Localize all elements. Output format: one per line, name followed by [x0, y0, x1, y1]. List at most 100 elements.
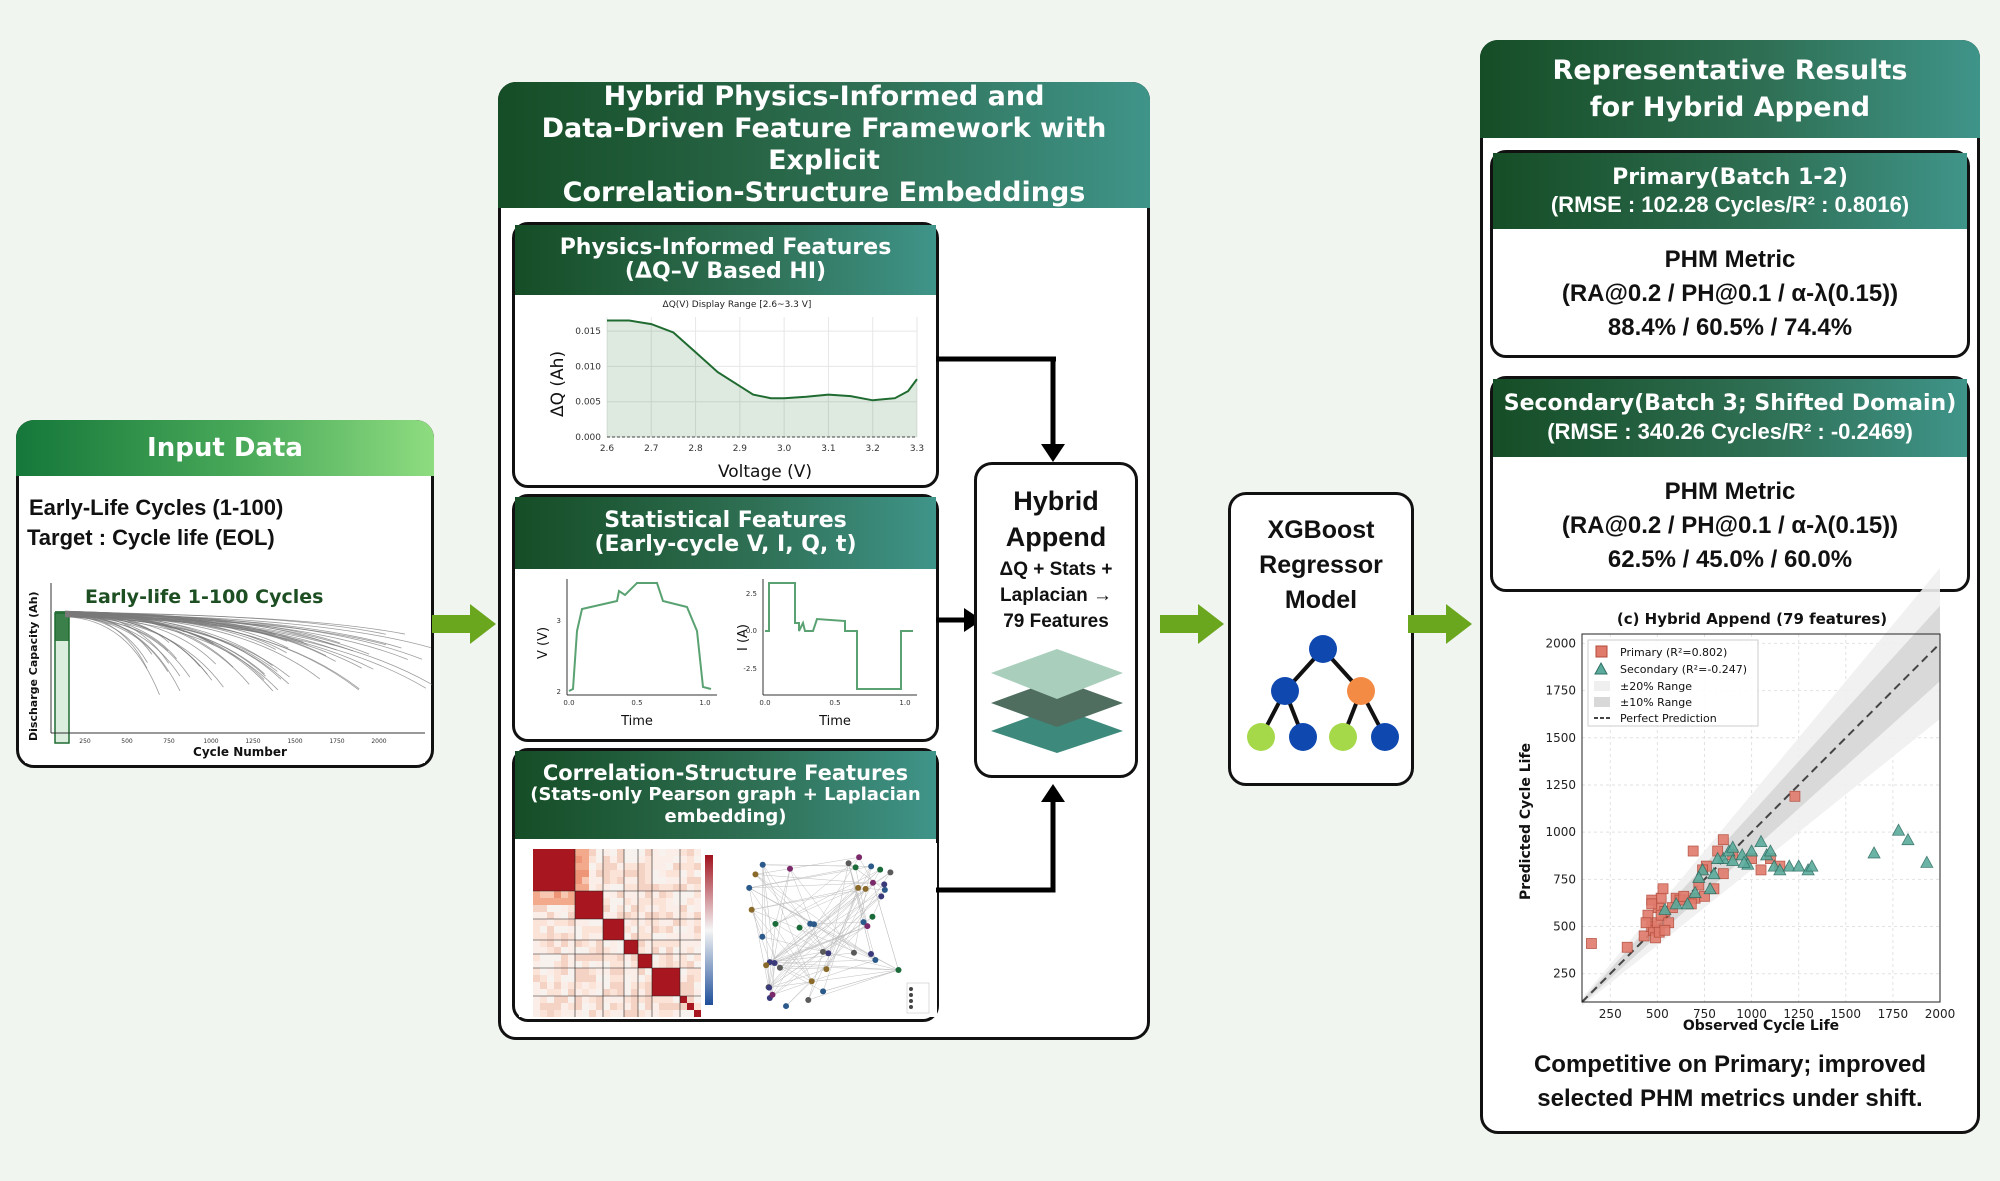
dq-ytick: 0.010 [575, 362, 601, 372]
primary-h2: (RMSE : 102.28 Cycles/R² : 0.8016) [1550, 192, 1910, 217]
heatmap-cell [652, 884, 659, 891]
heatmap-cell [610, 954, 617, 961]
tree-node-right [1347, 677, 1375, 705]
graph-edge [855, 867, 868, 927]
graph-node [887, 869, 894, 876]
primary-point [1717, 868, 1729, 880]
heatmap-cell [638, 1010, 645, 1017]
heatmap-cell [673, 905, 680, 912]
heatmap-cell [624, 919, 631, 926]
heatmap-cell [561, 919, 568, 926]
heatmap-cell [561, 912, 568, 919]
hybrid-title-2: Append [1005, 522, 1107, 552]
heatmap-cell [575, 975, 582, 982]
i-xlabel: Time [818, 714, 851, 729]
heatmap-cell [680, 989, 687, 996]
heatmap-cell [596, 1003, 603, 1010]
heatmap-cell [554, 1003, 561, 1010]
heatmap-cell [645, 919, 652, 926]
heatmap-cell [638, 870, 645, 877]
heatmap-cell [645, 982, 652, 989]
hybrid-title-1: Hybrid [1013, 486, 1099, 516]
heatmap-cell [547, 989, 554, 996]
heatmap-cell [631, 877, 638, 884]
heatmap-cell [589, 884, 596, 891]
primary-metric-values: 88.4% / 60.5% / 74.4% [1607, 314, 1853, 341]
graph-node [783, 1003, 790, 1010]
dq-ytick: 0.005 [575, 398, 601, 408]
heatmap-cell [666, 1010, 673, 1017]
heatmap-cell [610, 884, 617, 891]
graph-node [823, 966, 830, 973]
heatmap-cell [680, 996, 687, 1003]
heatmap-cell [603, 856, 610, 863]
heatmap-cell [596, 849, 603, 856]
graph-edge [858, 857, 874, 883]
heatmap-cell [638, 898, 645, 905]
heatmap-cell [652, 975, 659, 982]
heatmap-cell [694, 1003, 701, 1010]
heatmap-cell [540, 926, 547, 933]
heatmap-cell [666, 989, 673, 996]
heatmap-cell [540, 870, 547, 877]
heatmap-cell [645, 996, 652, 1003]
primary-point [1586, 938, 1597, 949]
legend-primary-marker [1595, 645, 1608, 658]
heatmap-cell [638, 989, 645, 996]
heatmap-cell [610, 940, 617, 947]
i-ylabel: I (A) [736, 624, 751, 651]
heatmap-cell [673, 975, 680, 982]
v-ylabel: V (V) [536, 627, 551, 659]
heatmap-cell [603, 905, 610, 912]
heatmap-cell [575, 926, 582, 933]
graph-edge [779, 967, 824, 992]
graph-node [877, 866, 884, 873]
heatmap-cell [631, 884, 638, 891]
heatmap-cell [659, 898, 666, 905]
scatter-ytick: 1750 [1545, 684, 1576, 698]
heatmap-cell [631, 898, 638, 905]
graph-edge [769, 951, 824, 963]
framework-title-1: Hybrid Physics-Informed and [603, 81, 1045, 112]
heatmap-cell [568, 996, 575, 1003]
early-life-xtick: 1250 [245, 738, 260, 745]
heatmap-cell [610, 856, 617, 863]
heatmap-cell [638, 905, 645, 912]
secondary-point [1920, 855, 1934, 868]
heatmap-cell [533, 926, 540, 933]
graph-node [759, 861, 766, 868]
heatmap-cell [673, 856, 680, 863]
framework-header: Hybrid Physics-Informed and Data-Driven … [498, 81, 1150, 208]
laplacian-graph [746, 854, 902, 1010]
statistical-features-header: Statistical Features (Early-cycle V, I, … [515, 497, 936, 569]
heatmap-cell [638, 975, 645, 982]
heatmap-cell [589, 919, 596, 926]
heatmap-cell [547, 947, 554, 954]
physics-features-card: Physics-Informed Features (ΔQ–V Based HI… [512, 222, 939, 488]
early-life-xtick: 1500 [287, 738, 302, 745]
heatmap-cell [652, 898, 659, 905]
heatmap-cell [652, 912, 659, 919]
heatmap-cell [533, 996, 540, 1003]
heatmap-cell [561, 968, 568, 975]
heatmap-cell [582, 898, 589, 905]
heatmap-cell [610, 891, 617, 898]
heatmap-cell [624, 884, 631, 891]
legend-20: ±20% Range [1620, 680, 1692, 693]
heatmap-cell [624, 877, 631, 884]
heatmap-cell [694, 870, 701, 877]
heatmap-cell [582, 947, 589, 954]
heatmap-cell [680, 968, 687, 975]
heatmap-cell [694, 961, 701, 968]
graph-edge [848, 863, 872, 955]
arrow-model-to-results [1408, 604, 1472, 644]
input-data-header: Input Data [16, 420, 434, 476]
heatmap-cell [533, 877, 540, 884]
input-data-title: Input Data [147, 433, 303, 463]
heatmap-cell [568, 975, 575, 982]
heatmap-cell [680, 926, 687, 933]
heatmap-cell [533, 863, 540, 870]
heatmap-cell [645, 912, 652, 919]
heatmap-cell [680, 919, 687, 926]
secondary-h1: Secondary(Batch 3; Shifted Domain) [1503, 391, 1957, 416]
